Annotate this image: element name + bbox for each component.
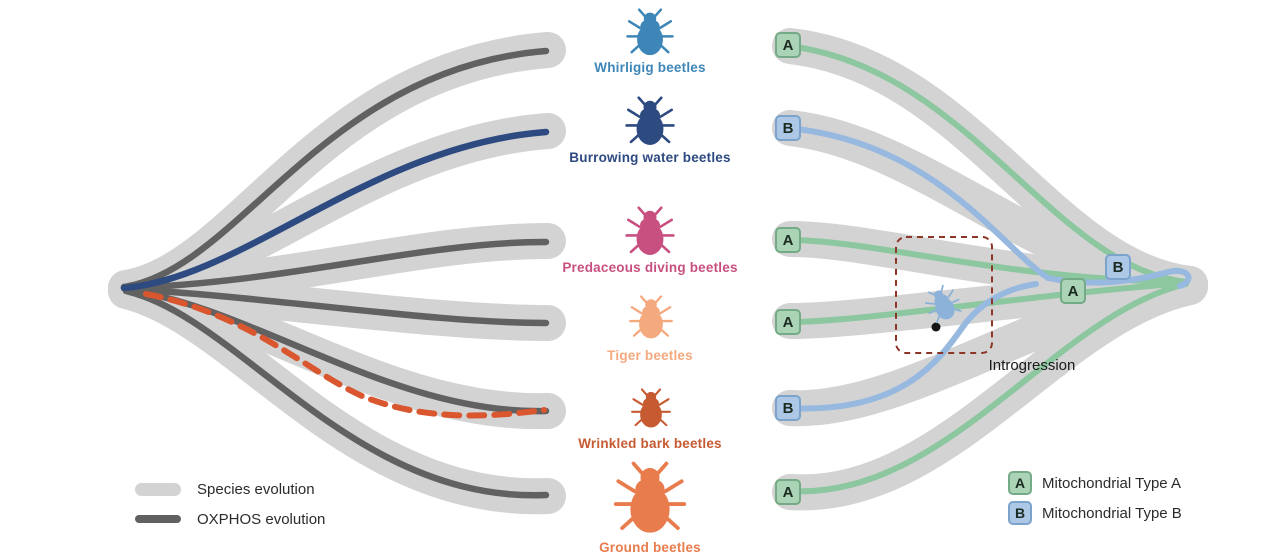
right-legend: A Mitochondrial Type A B Mitochondrial T… — [1008, 468, 1182, 528]
legend-row-mito-a: A Mitochondrial Type A — [1008, 468, 1182, 498]
mito-tip-badge-6: A — [775, 479, 801, 505]
burrowing-water-beetle-icon — [620, 96, 680, 153]
mito-type-a-badge: A — [1008, 471, 1032, 495]
species-evolution-swatch — [135, 482, 181, 496]
mito-a-branch — [785, 280, 1189, 325]
mito-tip-badge-3: A — [775, 227, 801, 253]
mito-type-b-lines — [785, 125, 1192, 412]
predaceous-diving-beetle-icon — [623, 206, 677, 263]
mito-b-branch — [785, 125, 1192, 289]
mito-tip-badge-1: A — [775, 32, 801, 58]
legend-row-mito-b: B Mitochondrial Type B — [1008, 498, 1182, 528]
introgression-dashed-line — [143, 291, 547, 419]
mito-a-branch — [785, 281, 1189, 495]
mito-type-b-label: Mitochondrial Type B — [1042, 504, 1182, 522]
oxphos-evolution-swatch — [135, 515, 181, 523]
root-mito-a-badge: A — [1060, 278, 1086, 304]
predaceous-diving-beetle-label: Predaceous diving beetles — [562, 260, 738, 275]
legend-row-oxphos: OXPHOS evolution — [135, 504, 325, 534]
introgression-caption: Introgression — [988, 357, 1076, 374]
mito-tip-badge-5: B — [775, 395, 801, 421]
tiger-beetle-icon — [628, 290, 674, 351]
mito-type-b-badge: B — [1008, 501, 1032, 525]
oxphos-branch — [122, 285, 550, 327]
root-mito-b-badge: B — [1105, 254, 1131, 280]
ground-beetle-icon — [612, 460, 688, 543]
oxphos-branch-burrowing — [120, 128, 550, 292]
wrinkled-bark-beetle-label: Wrinkled bark beetles — [578, 436, 722, 451]
mito-tip-badge-4: A — [775, 309, 801, 335]
left-legend: Species evolution OXPHOS evolution — [135, 474, 325, 534]
oxphos-lines — [120, 47, 550, 499]
species-evolution-label: Species evolution — [197, 480, 315, 498]
tiger-beetle-label: Tiger beetles — [607, 348, 693, 363]
mito-type-a-label: Mitochondrial Type A — [1042, 474, 1181, 492]
oxphos-branch — [120, 238, 550, 292]
oxphos-branch — [122, 287, 550, 499]
oxphos-branch — [120, 47, 550, 291]
introgression-event-dot — [931, 322, 941, 332]
legend-row-species: Species evolution — [135, 474, 325, 504]
wrinkled-bark-beetle-icon — [630, 380, 672, 443]
whirligig-beetle-icon — [618, 8, 682, 63]
mito-a-branch — [785, 43, 1189, 285]
oxphos-evolution-label: OXPHOS evolution — [197, 510, 326, 528]
mito-b-branch — [785, 281, 1039, 412]
mito-tip-badge-2: B — [775, 115, 801, 141]
ground-beetle-label: Ground beetles — [599, 540, 701, 555]
introgression-box — [895, 236, 993, 354]
whirligig-beetle-label: Whirligig beetles — [594, 60, 706, 75]
burrowing-water-beetle-label: Burrowing water beetles — [569, 150, 731, 165]
